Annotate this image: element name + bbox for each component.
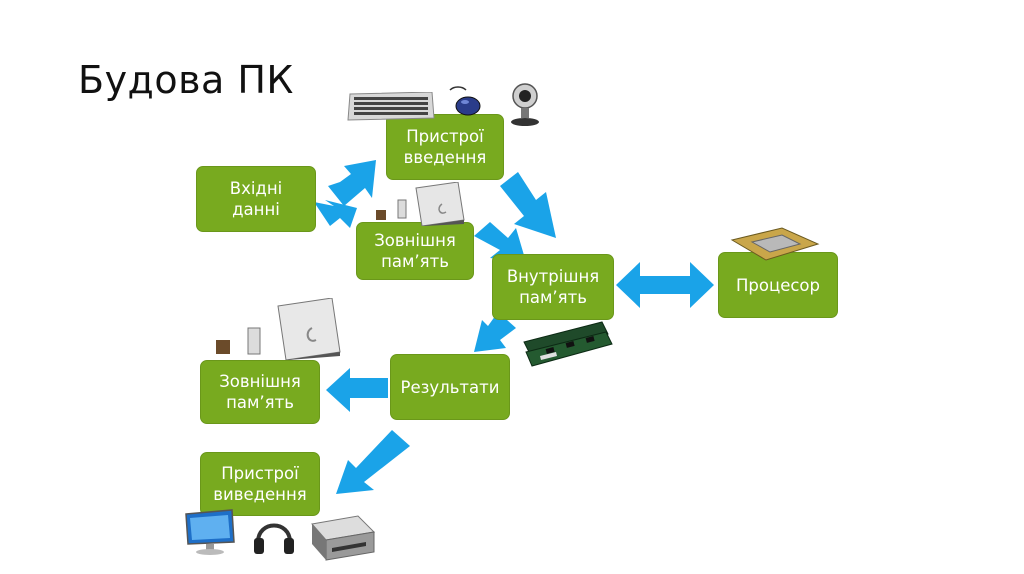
arrow-data-to-ext-memory (314, 200, 357, 228)
external-hdd-bottom-icon (277, 298, 341, 360)
arrow-internal-processor (616, 262, 714, 308)
webcam-icon (511, 83, 539, 126)
node-external-memory-bottom: Зовнішня пам’ять (200, 360, 320, 424)
node-results: Результати (390, 354, 510, 420)
node-output-devices: Пристрої виведення (200, 452, 320, 516)
page-title: Будова ПК (78, 58, 294, 102)
arrow-input-devices-to-internal (500, 172, 556, 238)
node-input-devices: Пристрої введення (386, 114, 504, 180)
arrow-results-to-output (336, 430, 410, 494)
node-processor: Процесор (718, 252, 838, 318)
keyboard-icon (347, 92, 435, 121)
arrow-results-to-ext-memory (326, 368, 388, 412)
headphones-icon (254, 523, 294, 554)
arrow-data-to-input-devices (328, 160, 376, 206)
monitor-icon (185, 509, 235, 555)
node-external-memory-top: Зовнішня пам’ять (356, 222, 474, 280)
ram-modules-icon (523, 321, 613, 367)
node-internal-memory: Внутрішня пам’ять (492, 254, 614, 320)
node-input-data: Вхідні данні (196, 166, 316, 232)
external-hdd-icon (415, 182, 465, 226)
arrow-internal-to-results (474, 312, 516, 352)
arrow-ext-memory-to-internal (474, 222, 526, 262)
flash-drive-bottom-icon (216, 327, 261, 355)
flash-drive-icon (376, 199, 407, 220)
printer-icon (311, 515, 376, 561)
cpu-chip-icon (730, 227, 820, 261)
mouse-icon (449, 86, 481, 116)
